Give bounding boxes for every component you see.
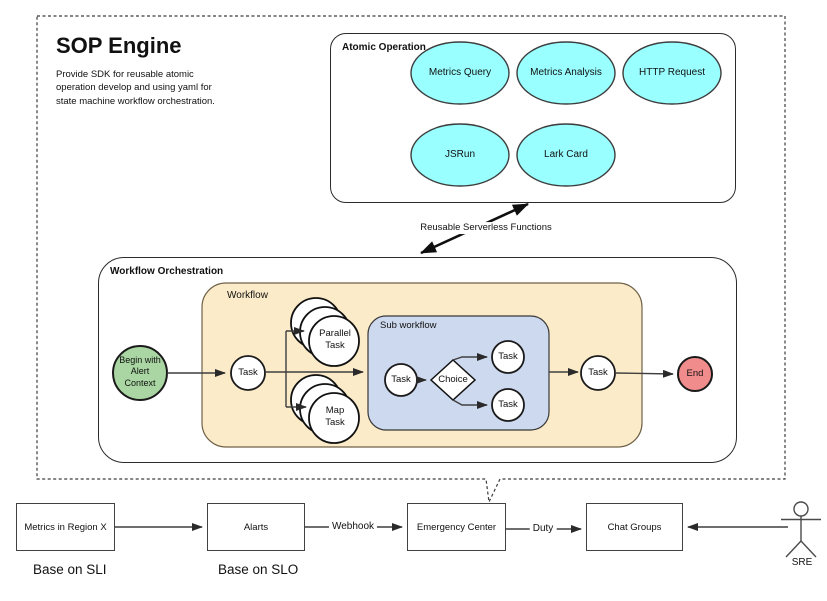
actor-left-leg bbox=[785, 540, 802, 558]
actor-right-leg bbox=[800, 540, 817, 558]
jsrun-label: JSRun bbox=[444, 148, 476, 160]
metrics-analysis-label: Metrics Analysis bbox=[530, 66, 602, 78]
metrics-region-label: Metrics in Region X bbox=[24, 521, 107, 533]
http-request-label: HTTP Request bbox=[639, 66, 705, 78]
sop-engine-description: Provide SDK for reusable atomic operatio… bbox=[56, 69, 215, 107]
serverless-link-label: Reusable Serverless Functions bbox=[417, 222, 555, 234]
emergency-center-box: Emergency Center bbox=[407, 503, 506, 551]
subworkflow-region-label: Sub workflow bbox=[380, 320, 437, 331]
workflow-orchestration-label: Workflow Orchestration bbox=[110, 266, 224, 277]
actor-head bbox=[793, 501, 809, 517]
duty-edge-label: Duty bbox=[529, 522, 557, 536]
atomic-operation-container: Atomic Operation bbox=[330, 33, 736, 203]
chat-groups-box: Chat Groups bbox=[586, 503, 683, 551]
workflow-region-label: Workflow bbox=[227, 290, 268, 301]
branch-task-top-label: Task bbox=[498, 351, 518, 363]
begin-label: Begin with Alert Context bbox=[119, 355, 161, 388]
end-label: End bbox=[686, 368, 704, 380]
exit-task-label: Task bbox=[588, 367, 608, 379]
entry-task-label: Task bbox=[238, 367, 258, 379]
emergency-center-label: Emergency Center bbox=[416, 521, 497, 533]
parallel-task-label: Parallel Task bbox=[319, 328, 351, 351]
sre-actor-figure bbox=[781, 501, 821, 558]
base-on-slo-caption: Base on SLO bbox=[218, 562, 299, 577]
sre-actor-label: SRE bbox=[791, 556, 813, 568]
sub-entry-task-label: Task bbox=[391, 374, 411, 386]
atomic-operation-label: Atomic Operation bbox=[342, 42, 426, 53]
workflow-orchestration-container: Workflow Orchestration bbox=[98, 257, 737, 463]
branch-task-bottom-label: Task bbox=[498, 399, 518, 411]
chat-groups-label: Chat Groups bbox=[607, 521, 662, 533]
sop-engine-title: SOP Engine bbox=[56, 33, 182, 58]
metrics-query-label: Metrics Query bbox=[428, 66, 492, 78]
webhook-edge-label: Webhook bbox=[328, 520, 378, 534]
base-on-sli-caption: Base on SLI bbox=[33, 562, 107, 577]
metrics-region-box: Metrics in Region X bbox=[16, 503, 115, 551]
choice-label: Choice bbox=[438, 374, 468, 386]
map-task-label: Map Task bbox=[325, 405, 345, 428]
lark-card-label: Lark Card bbox=[544, 148, 588, 160]
alarts-label: Alarts bbox=[243, 521, 269, 533]
alarts-box: Alarts bbox=[207, 503, 305, 551]
